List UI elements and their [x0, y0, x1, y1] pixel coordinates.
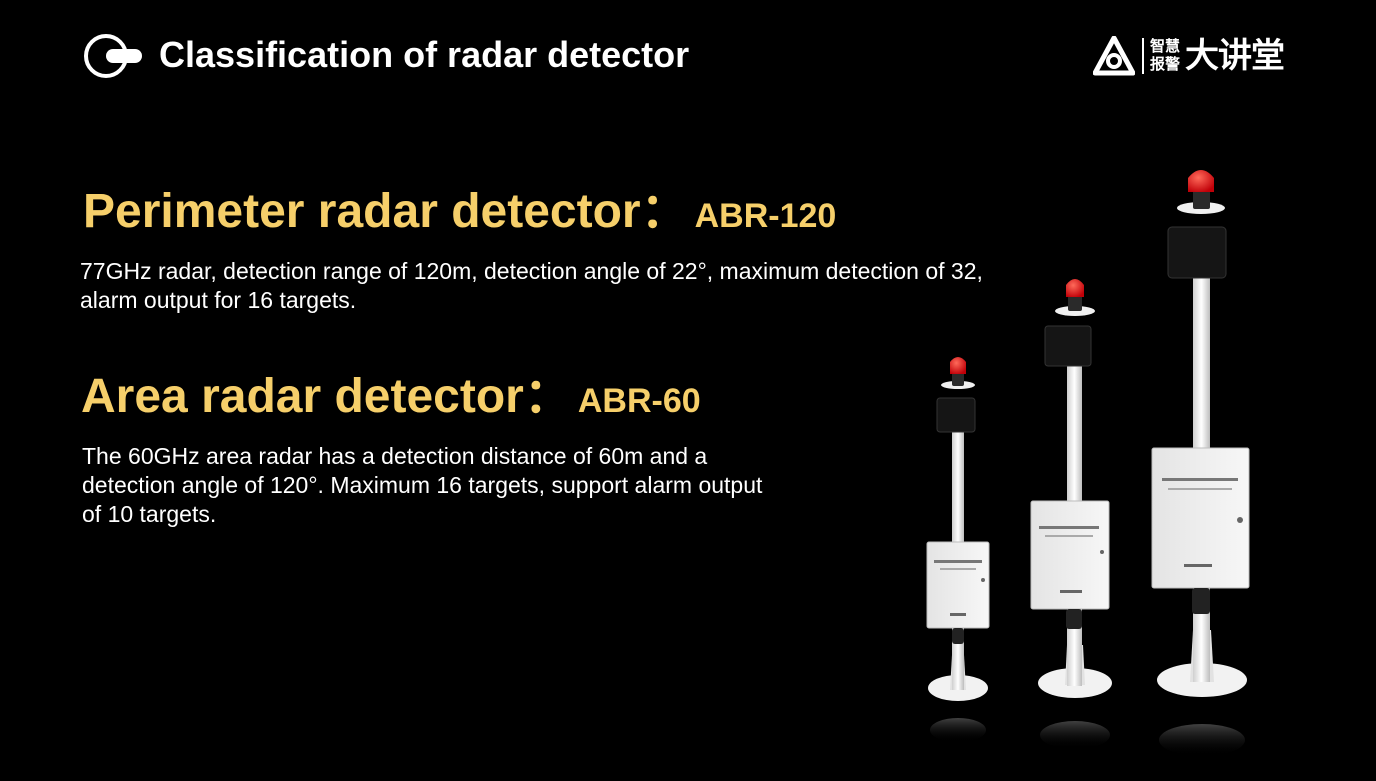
section-heading-area: Area radar detector：ABR-60: [81, 367, 701, 438]
radar-detector-product-image: [926, 170, 1250, 756]
logo-divider: [1142, 38, 1144, 74]
section-title: Perimeter radar detector：: [83, 185, 689, 238]
page-title: Classification of radar detector: [159, 34, 690, 75]
section-heading-perimeter: Perimeter radar detector：ABR-120: [83, 182, 836, 253]
small-radar-pole: [926, 357, 990, 742]
toggle-circle-icon: [84, 34, 142, 78]
logo-text-main: 大讲堂: [1185, 37, 1285, 75]
model-number: ABR-60: [577, 382, 701, 420]
section-title: Area radar detector：: [81, 370, 572, 423]
large-radar-pole: [1151, 170, 1250, 756]
logo-text-top: 智慧: [1150, 38, 1181, 55]
model-number: ABR-120: [694, 197, 837, 235]
section-description-area: The 60GHz area radar has a detection dis…: [82, 443, 763, 527]
brand-logo: 智慧 报警 大讲堂: [1093, 34, 1303, 78]
section-description-perimeter: 77GHz radar, detection range of 120m, de…: [80, 258, 983, 313]
brand-logo-mark-icon: [1093, 36, 1135, 76]
logo-text-bottom: 报警: [1150, 56, 1181, 73]
medium-radar-pole: [1030, 279, 1112, 749]
